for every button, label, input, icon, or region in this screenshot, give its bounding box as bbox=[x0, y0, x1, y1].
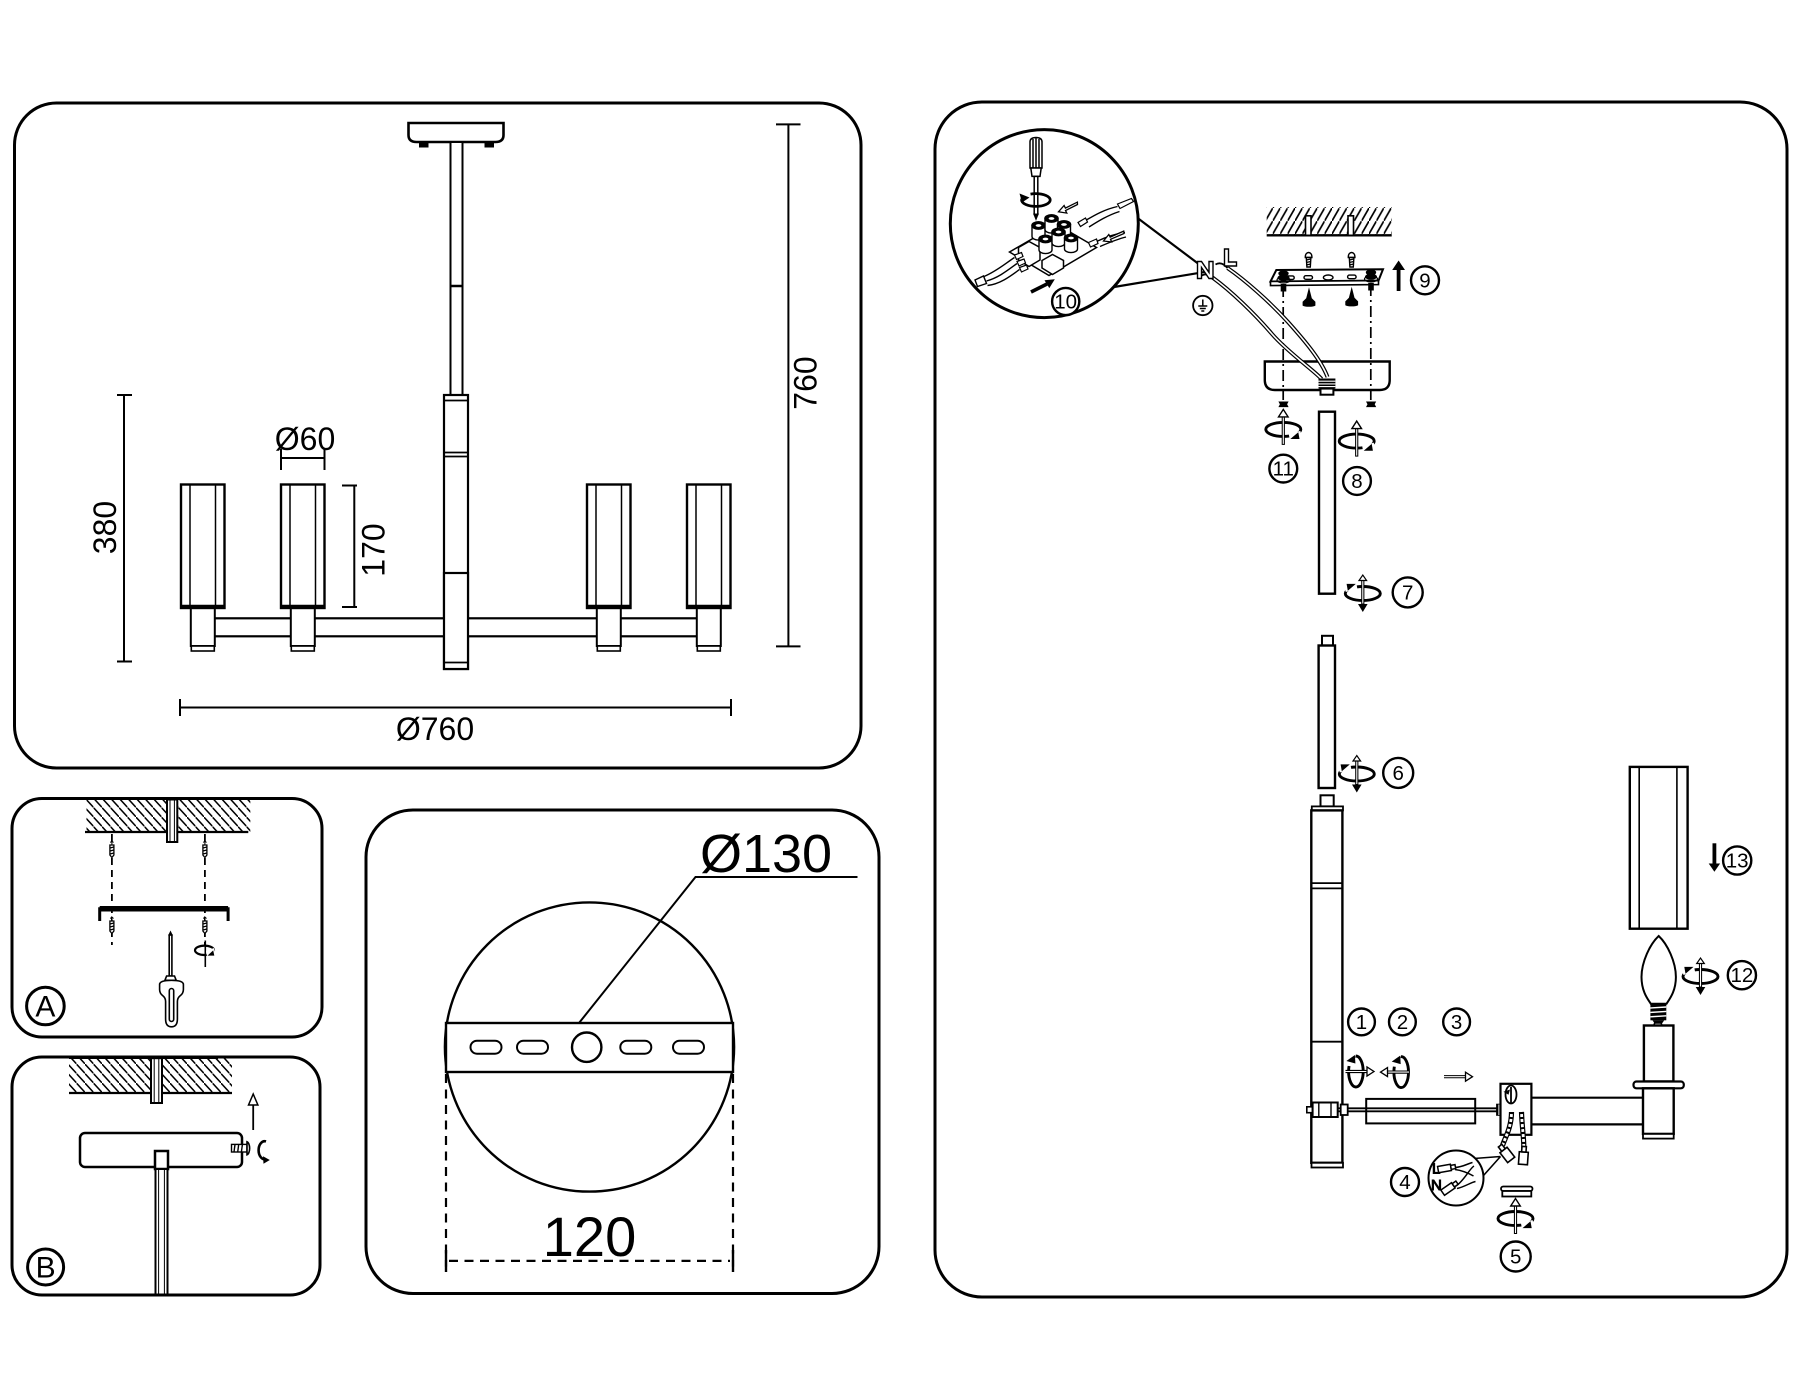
svg-text:5: 5 bbox=[1510, 1246, 1521, 1269]
svg-text:10: 10 bbox=[1054, 291, 1077, 314]
svg-text:Ø130: Ø130 bbox=[700, 824, 832, 884]
svg-text:8: 8 bbox=[1351, 470, 1362, 493]
svg-text:4: 4 bbox=[1399, 1171, 1410, 1194]
svg-text:120: 120 bbox=[543, 1205, 636, 1268]
svg-text:12: 12 bbox=[1730, 964, 1753, 987]
svg-text:N: N bbox=[1431, 1177, 1442, 1194]
svg-text:1: 1 bbox=[1356, 1011, 1367, 1034]
svg-text:3: 3 bbox=[1451, 1011, 1462, 1034]
svg-text:L: L bbox=[1432, 1161, 1440, 1178]
svg-text:B: B bbox=[36, 1252, 56, 1285]
svg-text:11: 11 bbox=[1273, 458, 1294, 481]
svg-text:Ø60: Ø60 bbox=[275, 421, 335, 457]
svg-text:13: 13 bbox=[1726, 850, 1749, 873]
svg-text:A: A bbox=[35, 991, 55, 1024]
svg-text:380: 380 bbox=[87, 501, 123, 554]
svg-text:6: 6 bbox=[1392, 762, 1403, 785]
svg-text:2: 2 bbox=[1397, 1011, 1408, 1034]
svg-text:7: 7 bbox=[1402, 581, 1413, 604]
svg-text:Ø760: Ø760 bbox=[396, 711, 474, 747]
svg-text:760: 760 bbox=[788, 356, 824, 409]
svg-text:9: 9 bbox=[1419, 269, 1430, 292]
svg-text:170: 170 bbox=[356, 523, 392, 576]
